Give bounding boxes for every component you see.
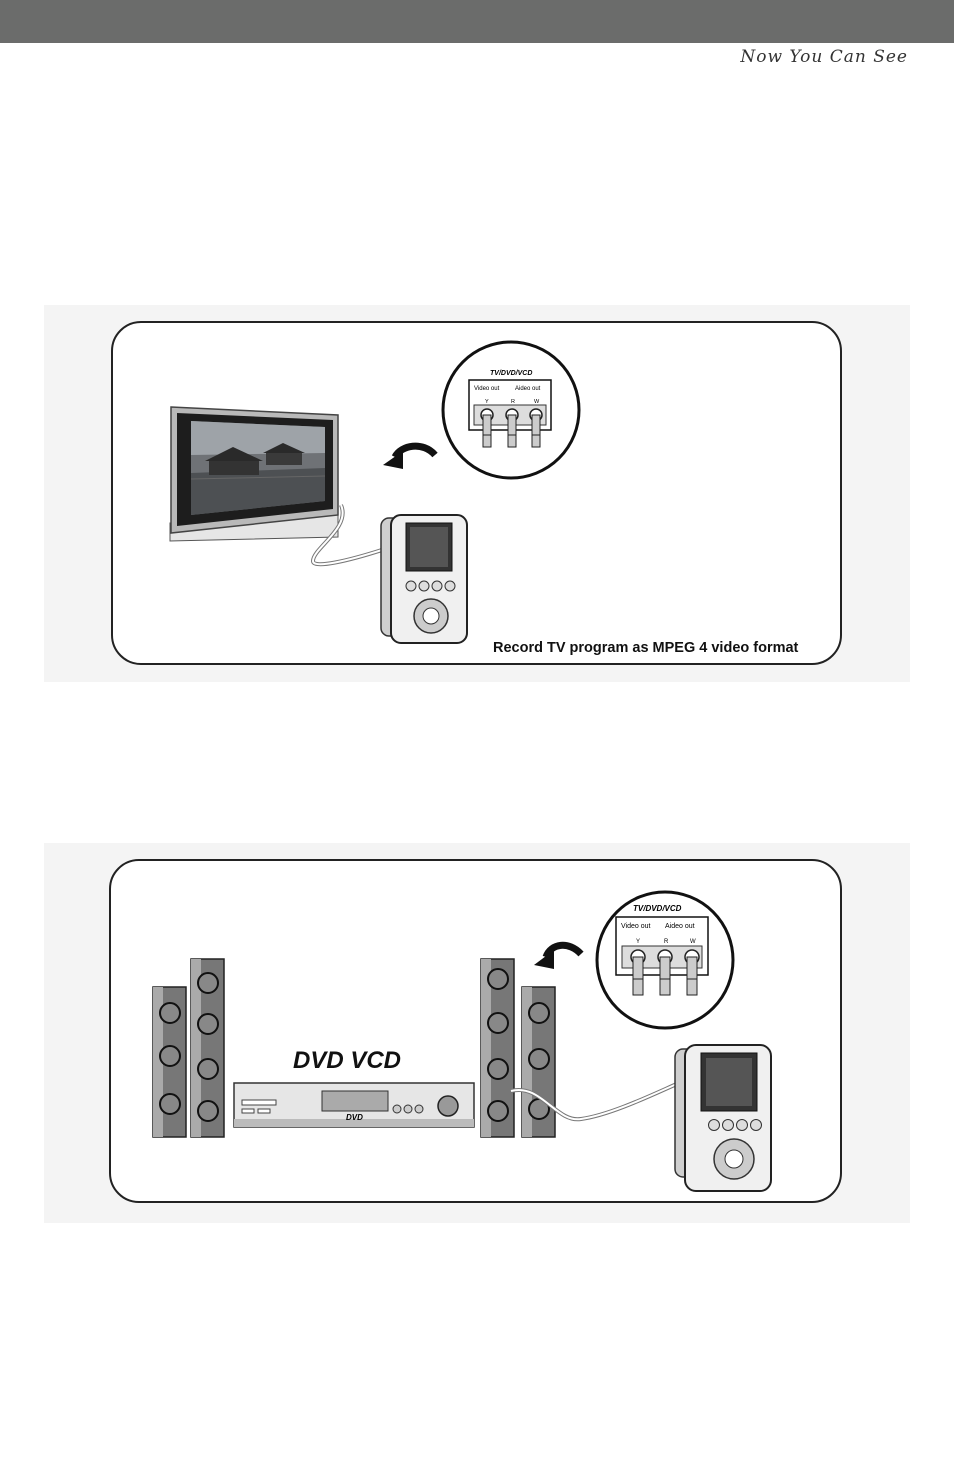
svg-text:Video out: Video out <box>621 923 651 930</box>
svg-text:Video out: Video out <box>474 386 500 392</box>
svg-text:Y: Y <box>485 399 489 405</box>
svg-text:R: R <box>511 399 515 405</box>
right-speakers-icon <box>480 958 556 1138</box>
av-jack-inset: TV/DVD/VCD Video out Aideo out Y R W <box>595 890 735 1030</box>
dvd-vcd-heading: DVD VCD <box>293 1047 401 1074</box>
media-player-icon <box>380 514 468 644</box>
svg-text:R: R <box>664 939 669 945</box>
header-bar <box>0 0 954 43</box>
svg-text:Y: Y <box>636 939 640 945</box>
svg-text:W: W <box>534 399 540 405</box>
svg-text:TV/DVD/VCD: TV/DVD/VCD <box>633 904 682 913</box>
figure-dvd-panel: DVD VCD DVD <box>109 859 842 1203</box>
arrow-icon <box>534 941 584 969</box>
svg-text:W: W <box>690 939 696 945</box>
arrow-icon <box>383 442 438 469</box>
av-jack-inset: TV/DVD/VCD Video out Aideo out Y R W <box>441 340 581 480</box>
svg-text:Aideo out: Aideo out <box>515 386 541 392</box>
dvd-badge: DVD <box>346 1113 363 1122</box>
media-player-icon <box>674 1044 772 1192</box>
dvd-player-icon: DVD <box>233 1082 475 1128</box>
svg-text:Aideo out: Aideo out <box>665 923 695 930</box>
figure-tv-caption: Record TV program as MPEG 4 video format <box>493 640 799 656</box>
left-speakers-icon <box>152 958 225 1138</box>
tv-icon <box>169 406 339 542</box>
tagline: Now You Can See <box>740 47 908 67</box>
figure-tv-panel: TV/DVD/VCD Video out Aideo out Y R W <box>111 321 842 665</box>
figure-dvd-illustration: DVD VCD DVD <box>152 890 772 1192</box>
inset-title: TV/DVD/VCD <box>490 370 532 377</box>
figure-tv-illustration: TV/DVD/VCD Video out Aideo out Y R W <box>169 340 581 644</box>
